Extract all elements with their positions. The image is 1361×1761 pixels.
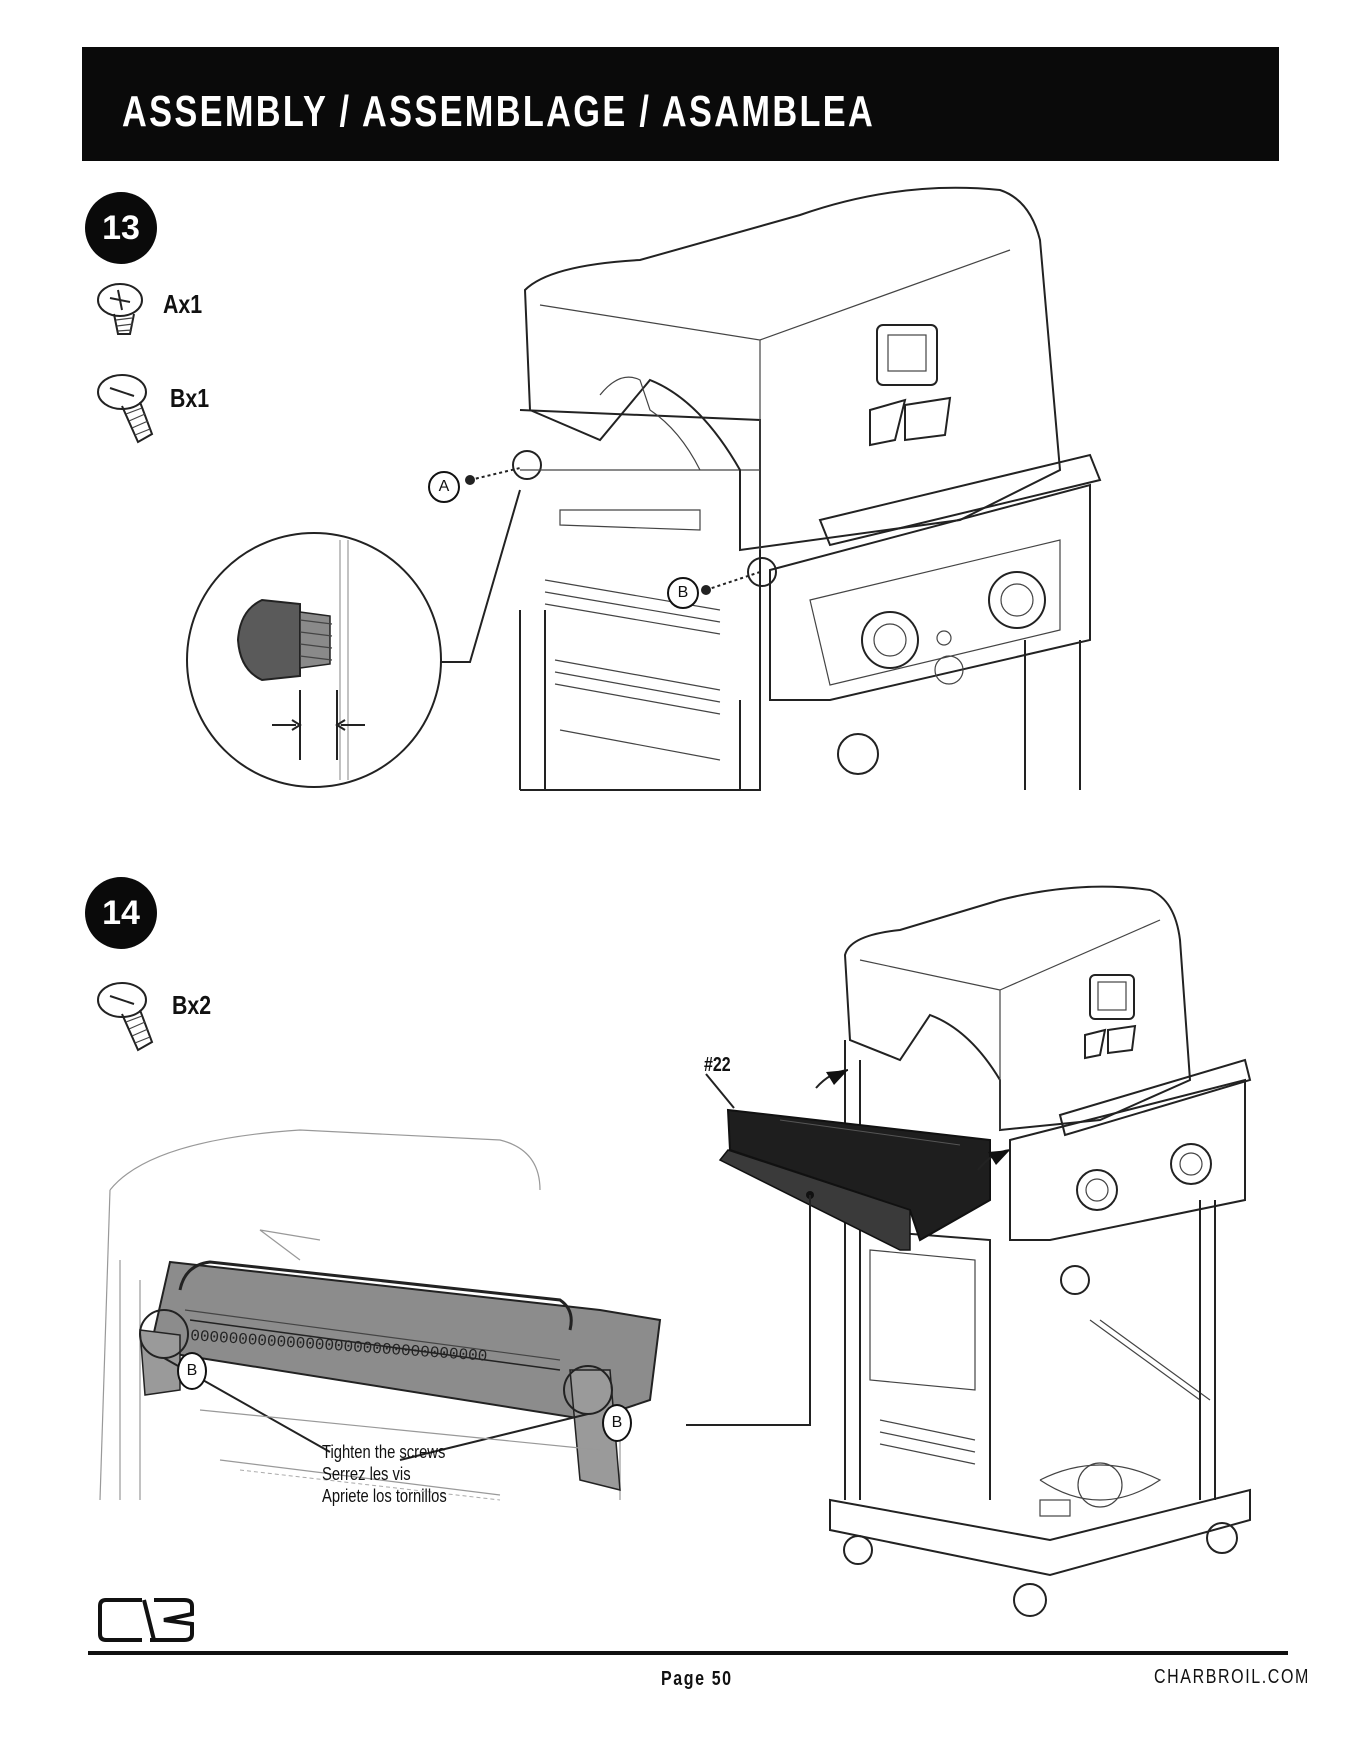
part-a-qty: Ax1 xyxy=(163,289,202,320)
callout-a: A xyxy=(428,471,460,503)
site-url: CHARBROIL.COM xyxy=(1154,1666,1310,1689)
part-b2-qty: Bx2 xyxy=(172,990,211,1021)
part-number-label: #22 xyxy=(704,1054,731,1077)
page-title: ASSEMBLY / ASSEMBLAGE / ASAMBLEA xyxy=(122,87,875,137)
header-bar: ASSEMBLY / ASSEMBLAGE / ASAMBLEA xyxy=(82,47,1279,161)
callout-b-right: B xyxy=(602,1404,632,1442)
caption-french: Serrez les vis xyxy=(322,1464,411,1485)
shelf-slot-pattern: 0000000000000000000000000000000 xyxy=(190,1327,488,1366)
page-number: Page 50 xyxy=(661,1668,733,1691)
part-b-qty: Bx1 xyxy=(170,383,209,414)
step-13-badge: 13 xyxy=(85,192,157,264)
caption-spanish: Apriete los tornillos xyxy=(322,1486,447,1507)
caption-english: Tighten the screws xyxy=(322,1442,445,1463)
footer-divider xyxy=(88,1651,1288,1655)
step-14-badge: 14 xyxy=(85,877,157,949)
callout-b: B xyxy=(667,577,699,609)
callout-b-left: B xyxy=(177,1352,207,1390)
